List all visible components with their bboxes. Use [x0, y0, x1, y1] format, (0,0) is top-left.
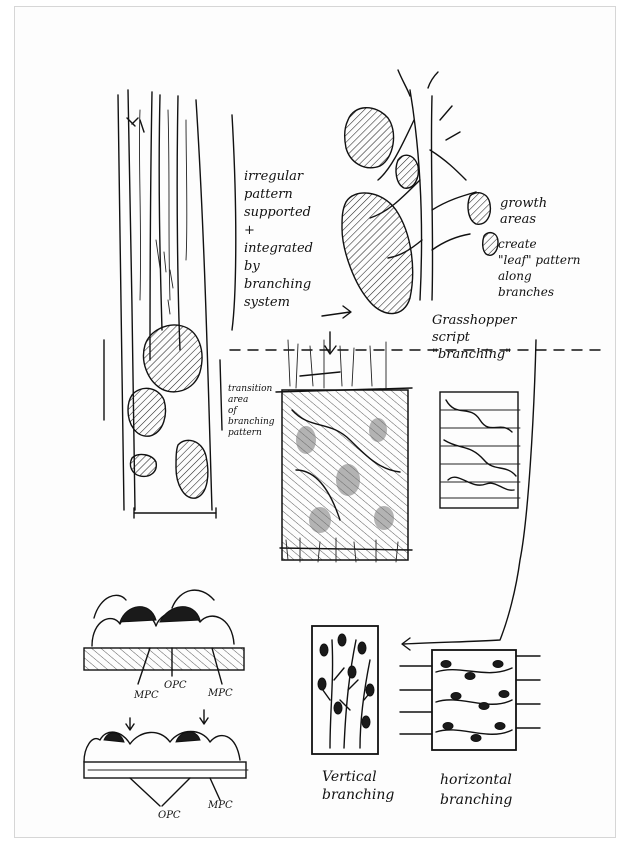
note-growth-areas: growth areas	[500, 196, 547, 228]
note-create-leaf-pattern: create "leaf" pattern along branches	[498, 236, 580, 300]
caption-horizontal-branching: horizontal branching	[440, 770, 512, 810]
section-top	[84, 590, 244, 684]
section-bottom	[84, 710, 248, 806]
tree-sketch	[342, 70, 498, 314]
label-opc-bottom: OPC	[158, 810, 181, 822]
label-mpc-right: MPC	[208, 688, 233, 700]
column-sketch	[104, 90, 236, 518]
grasshopper-grid	[440, 392, 520, 508]
label-opc-top: OPC	[164, 680, 187, 692]
note-irregular-pattern: irregular pattern supported + integrated…	[244, 168, 313, 312]
label-mpc-bottom: MPC	[208, 800, 233, 812]
caption-vertical-branching: Vertical branching	[322, 768, 394, 804]
note-grasshopper-script: Grasshopper script "branching"	[432, 312, 516, 363]
label-mpc-left: MPC	[134, 690, 159, 702]
horizontal-branching-panel	[400, 650, 540, 750]
branching-panel	[276, 340, 412, 562]
note-transition-area: transition area of branching pattern	[228, 384, 275, 439]
vertical-branching-panel	[312, 626, 378, 754]
